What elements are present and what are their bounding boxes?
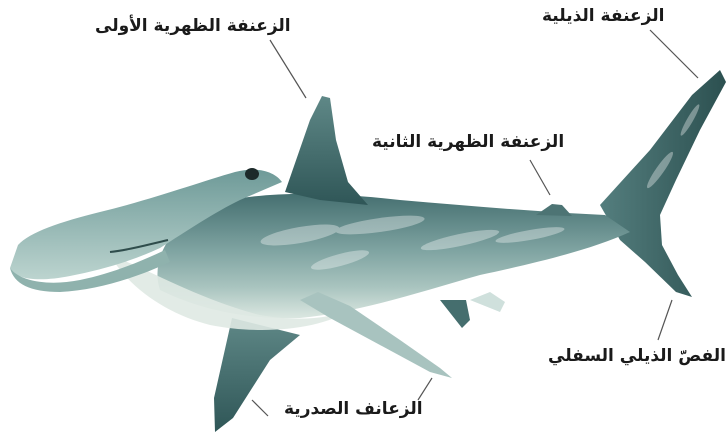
leader-first-dorsal: [270, 40, 306, 98]
leader-second-dorsal: [530, 160, 550, 195]
pelvic-fin: [440, 300, 470, 328]
second-dorsal-fin: [536, 204, 572, 216]
label-second-dorsal-fin: الزعنفة الظهرية الثانية: [372, 132, 564, 152]
label-first-dorsal-fin: الزعنفة الظهرية الأولى: [95, 16, 291, 36]
caudal-fin: [600, 70, 726, 297]
leader-pectoral-left: [252, 400, 268, 416]
label-caudal-fin: الزعنفة الذيلية: [542, 6, 664, 26]
leader-lower-lobe: [658, 300, 672, 340]
right-pectoral-fin: [300, 292, 452, 378]
first-dorsal-fin: [285, 96, 368, 205]
label-lower-caudal-lobe: الفصّ الذيلي السفلي: [548, 346, 726, 366]
leader-caudal: [650, 30, 698, 78]
leader-pectoral: [418, 378, 432, 400]
anal-fin: [470, 292, 505, 312]
label-pectoral-fins: الزعانف الصدرية: [284, 399, 423, 419]
shark-eye: [245, 168, 259, 180]
